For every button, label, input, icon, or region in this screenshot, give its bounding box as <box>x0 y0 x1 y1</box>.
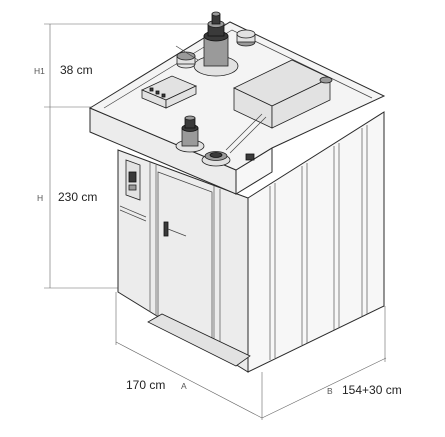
door-handle <box>163 221 169 237</box>
top-components <box>141 11 333 167</box>
door-step-plate <box>147 313 251 367</box>
a-letter: A <box>181 381 187 391</box>
h-letter: H <box>37 193 43 203</box>
h1-value: 38 cm <box>60 63 93 77</box>
oven-body <box>117 111 385 373</box>
h-value: 230 cm <box>58 190 97 204</box>
dimension-guides <box>44 23 387 420</box>
a-value: 170 cm <box>126 378 165 392</box>
b-value: 154+30 cm <box>342 383 402 397</box>
h1-letter: H1 <box>34 66 45 76</box>
b-letter: B <box>327 386 333 396</box>
